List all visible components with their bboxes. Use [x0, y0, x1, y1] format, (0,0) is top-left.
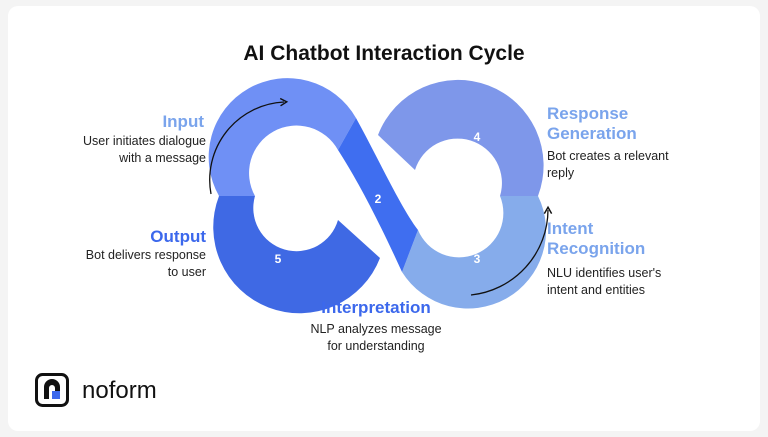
diagram-title: AI Chatbot Interaction Cycle: [243, 42, 525, 65]
step-5-number: 5: [275, 252, 282, 266]
segment-1-input: [208, 78, 356, 196]
step-2-label: Interpretation: [321, 298, 431, 317]
step-3-number: 3: [474, 252, 481, 266]
step-4-number: 4: [474, 130, 481, 144]
step-1-description: User initiates dialogue with a message: [83, 134, 206, 165]
step-5-description: Bot delivers response to user: [85, 248, 206, 279]
step-2-description: NLP analyzes message for understanding: [310, 322, 442, 353]
step-1-label: Input: [162, 112, 204, 131]
brand-name: noform: [82, 377, 157, 404]
segment-4-response-generation: [378, 79, 544, 196]
segment-2-interpretation: [338, 118, 418, 272]
step-5-label: Output: [150, 227, 206, 246]
step-4-label: Response Generation: [547, 104, 637, 143]
step-3-description: NLU identifies user's intent and entitie…: [547, 266, 662, 297]
step-1-number: 1: [275, 130, 282, 144]
cycle-arrow-right: [470, 205, 553, 296]
step-3-label: Intent Recognition: [547, 219, 646, 258]
noform-logo-icon: [35, 373, 69, 407]
step-4-description: Bot creates a relevant reply: [547, 149, 669, 180]
step-2-number: 2: [375, 192, 382, 206]
cycle-arrow-left: [209, 97, 289, 195]
segment-5-output: [213, 196, 380, 314]
